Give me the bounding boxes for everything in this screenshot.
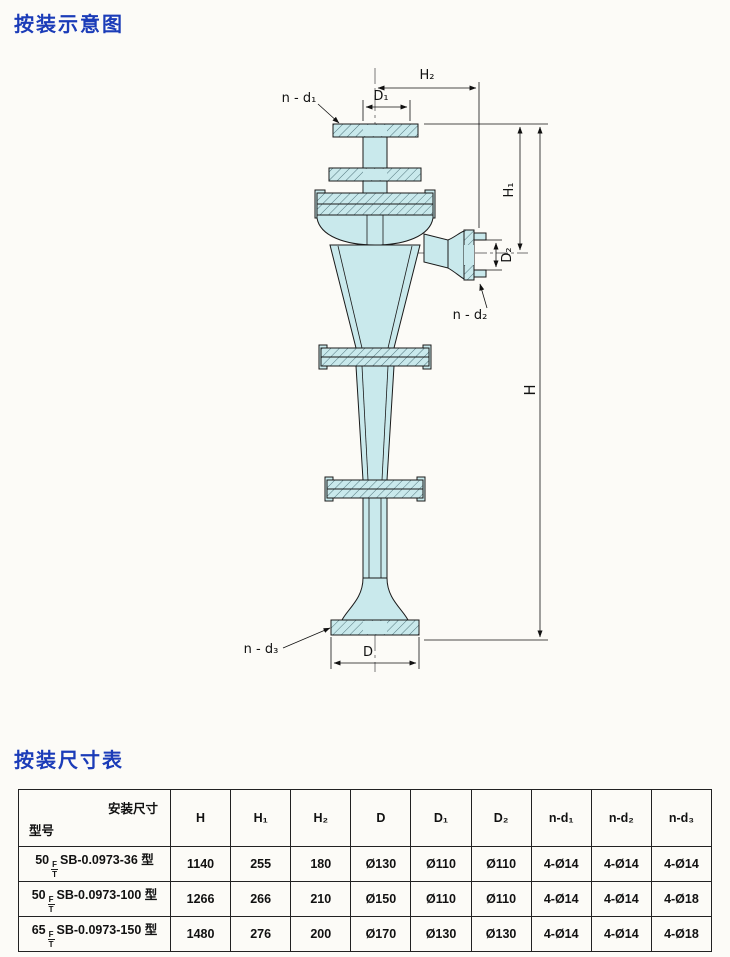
corner-top-label: 安装尺寸	[107, 802, 158, 816]
outlet-pipe	[423, 233, 449, 269]
outlet-bell	[447, 230, 465, 280]
col-header-d1: D₁	[410, 789, 472, 847]
dimension-lines	[282, 82, 548, 669]
model-number: 50	[35, 853, 50, 867]
cell-nd2: 4-Ø14	[590, 881, 652, 917]
bottom-bell	[340, 577, 410, 623]
cell-nd3: 4-Ø14	[650, 846, 713, 882]
lower-cone	[355, 365, 395, 481]
col-header-h2: H₂	[290, 789, 352, 847]
model-suffix: 型	[141, 853, 154, 867]
cell-d2: Ø130	[470, 916, 532, 952]
model-code: SB-0.0973-100	[56, 888, 142, 902]
lower-flange	[326, 479, 424, 490]
cell-d1: Ø110	[410, 846, 472, 882]
cell-h1: 255	[230, 846, 292, 882]
col-header-h1: H₁	[230, 789, 292, 847]
cell-h2: 210	[290, 881, 352, 917]
cell-nd2: 4-Ø14	[590, 846, 652, 882]
col-header-nd1: n-d₁	[530, 789, 592, 847]
cell-h: 1266	[169, 881, 232, 917]
cell-nd1: 4-Ø14	[530, 846, 592, 882]
middle-flange	[320, 347, 430, 358]
cell-h: 1140	[169, 846, 232, 882]
vortex-pipe	[362, 136, 388, 169]
tail-pipe	[362, 497, 388, 579]
cell-nd3: 4-Ø18	[650, 916, 713, 952]
model-number: 50	[31, 888, 46, 902]
cell-d: Ø170	[350, 916, 412, 952]
cell-nd1: 4-Ø14	[530, 881, 592, 917]
dome	[316, 214, 434, 246]
model-suffix: 型	[144, 923, 158, 937]
dim-label-n-d1: n - d₁	[282, 91, 317, 106]
upper-cone	[329, 244, 421, 349]
dim-label-h2: H₂	[420, 68, 435, 83]
dim-label-n-d3: n - d₃	[244, 642, 279, 657]
model-suffix: 型	[144, 888, 158, 902]
cell-d1: Ø130	[410, 916, 472, 952]
cell-nd2: 4-Ø14	[590, 916, 652, 952]
cell-nd1: 4-Ø14	[530, 916, 592, 952]
col-header-nd3: n-d₃	[650, 789, 713, 847]
cell-nd3: 4-Ø18	[650, 881, 713, 917]
centerline	[374, 68, 528, 672]
cell-d2: Ø110	[470, 881, 532, 917]
col-header-nd2: n-d₂	[590, 789, 652, 847]
dim-label-n-d2: n - d₂	[453, 308, 488, 323]
cell-h1: 266	[230, 881, 292, 917]
corner-cell: 安装尺寸 型号	[18, 789, 171, 847]
cyclone-body	[314, 123, 487, 636]
cell-h2: 180	[290, 846, 352, 882]
col-header-d2: D₂	[470, 789, 532, 847]
model-code: SB-0.0973-150	[56, 923, 142, 937]
diagram-title: 按装示意图	[14, 14, 124, 36]
dim-label-d1: D₁	[373, 89, 388, 104]
header-row: 安装尺寸 型号 H H₁ H₂ D D₁ D₂ n-d₁ n-d₂ n-d₃	[18, 789, 713, 847]
cell-d2: Ø110	[470, 846, 532, 882]
dim-label-h: H	[521, 384, 539, 395]
dim-label-d2: D₂	[500, 247, 515, 262]
cell-d: Ø130	[350, 846, 412, 882]
cell-h2: 200	[290, 916, 352, 952]
dim-label-h1: H₁	[502, 183, 517, 198]
cell-d1: Ø110	[410, 881, 472, 917]
dimension-table: 安装尺寸 型号 H H₁ H₂ D D₁ D₂ n-d₁ n-d₂ n-d₃ 5…	[18, 789, 713, 952]
table-title: 按装尺寸表	[14, 750, 124, 772]
cell-d: Ø150	[350, 881, 412, 917]
col-header-d: D	[350, 789, 412, 847]
col-header-h: H	[169, 789, 232, 847]
dim-label-d: D	[363, 645, 373, 660]
model-number: 65	[31, 923, 46, 937]
model-code: SB-0.0973-36	[59, 853, 138, 867]
installation-diagram: H₂ D₁ n - d₁ H₁ D₂ n - d₂ H n - d₃ D	[244, 68, 548, 672]
cell-h1: 276	[230, 916, 292, 952]
cell-h: 1480	[169, 916, 232, 952]
corner-bottom-label: 型号	[29, 824, 55, 838]
